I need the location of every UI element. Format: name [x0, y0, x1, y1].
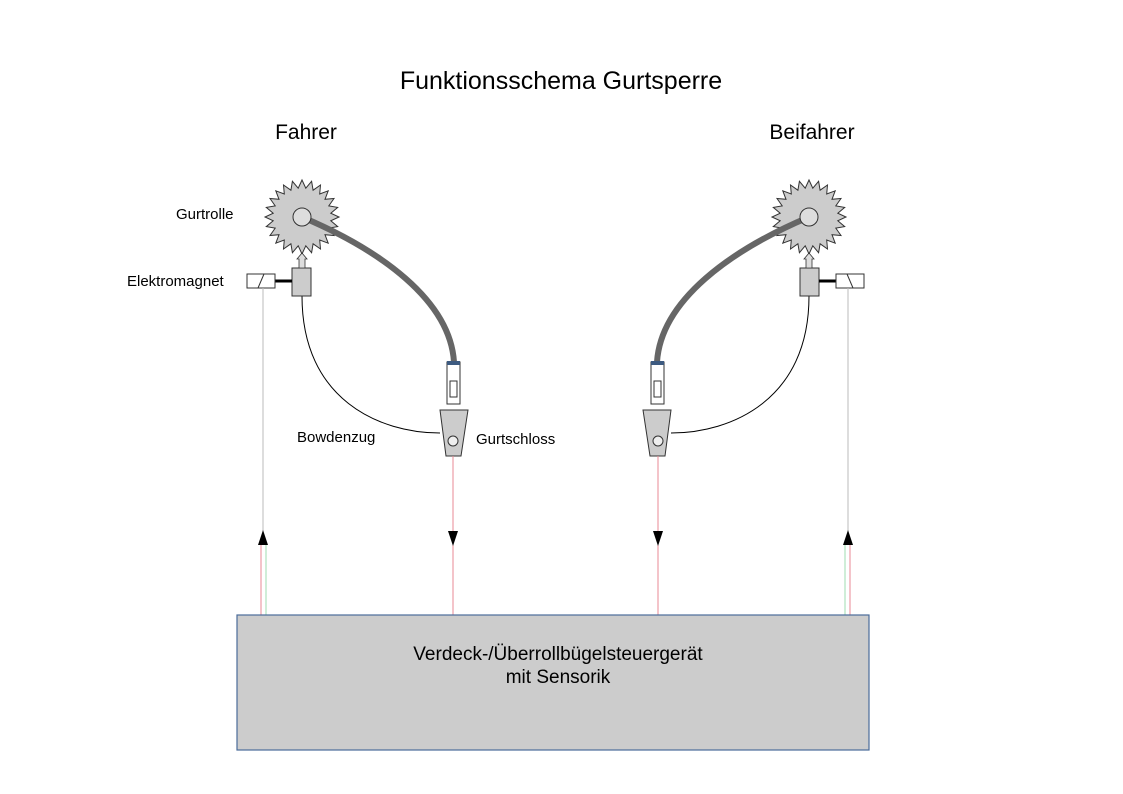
control-unit-line2: mit Sensorik — [506, 667, 611, 688]
reel-label: Gurtrolle — [176, 206, 234, 223]
control-unit-box — [236, 614, 870, 751]
seat-belt — [300, 214, 457, 363]
cable-label: Bowdenzug — [297, 429, 375, 446]
lock-arrow-icon — [296, 252, 308, 269]
driver-assembly — [246, 178, 469, 615]
buckle-circle — [447, 435, 459, 447]
control-unit-line1: Verdeck-/Überrollbügelsteuergerät — [413, 644, 703, 665]
belt-tongue-slot — [449, 380, 458, 398]
buckle-label: Gurtschloss — [476, 431, 555, 448]
lock-pawl — [291, 267, 312, 297]
reel-hub — [292, 207, 312, 227]
arrow-up-icon — [258, 530, 268, 545]
arrow-down-icon — [448, 531, 458, 546]
passenger-heading: Beifahrer — [769, 121, 854, 144]
buckle — [439, 409, 469, 457]
magnet-label: Elektromagnet — [127, 273, 225, 290]
passenger-assembly — [643, 180, 864, 615]
electromagnet-coil — [257, 273, 265, 289]
belt-tongue-band — [447, 361, 460, 365]
driver-heading: Fahrer — [275, 121, 337, 144]
bowden-cable — [301, 295, 441, 434]
diagram-title: Funktionsschema Gurtsperre — [400, 67, 722, 95]
